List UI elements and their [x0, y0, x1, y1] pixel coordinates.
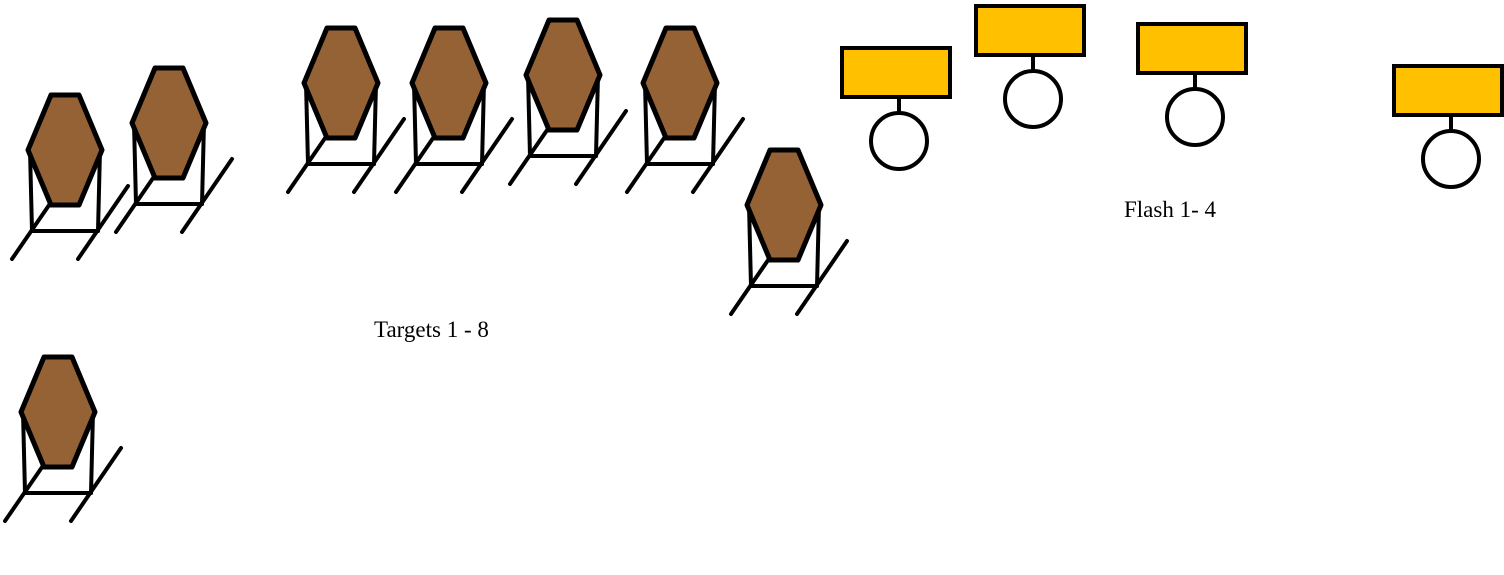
target-plate-5 [523, 17, 603, 133]
target-stand-1 [10, 92, 130, 261]
targets-label: Targets 1 - 8 [374, 317, 489, 342]
target-stand-3 [286, 25, 406, 194]
targets-group [3, 17, 849, 523]
flash-housing-4 [1392, 64, 1504, 117]
target-plate-2 [129, 65, 209, 181]
target-plate-6 [640, 25, 720, 141]
flash-2 [974, 4, 1086, 129]
flash-group [840, 4, 1504, 189]
target-stand-5 [508, 17, 628, 186]
flash-label: Flash 1- 4 [1124, 197, 1216, 222]
target-stand-2 [114, 65, 234, 234]
flash-bulb-2 [1003, 69, 1063, 129]
flash-1 [840, 46, 952, 171]
target-plate-4 [409, 25, 489, 141]
flash-4 [1392, 64, 1504, 189]
flash-bulb-3 [1165, 87, 1225, 147]
target-stand-6 [625, 25, 745, 194]
flash-bulb-4 [1421, 129, 1481, 189]
flash-housing-1 [840, 46, 952, 99]
flash-3 [1136, 22, 1248, 147]
flash-bulb-1 [869, 111, 929, 171]
flash-housing-3 [1136, 22, 1248, 75]
target-stand-8 [3, 354, 123, 523]
target-plate-1 [25, 92, 105, 208]
flash-housing-2 [974, 4, 1086, 57]
target-stand-4 [394, 25, 514, 194]
target-plate-7 [744, 147, 824, 263]
target-stand-7 [729, 147, 849, 316]
target-plate-3 [301, 25, 381, 141]
target-plate-8 [18, 354, 98, 470]
